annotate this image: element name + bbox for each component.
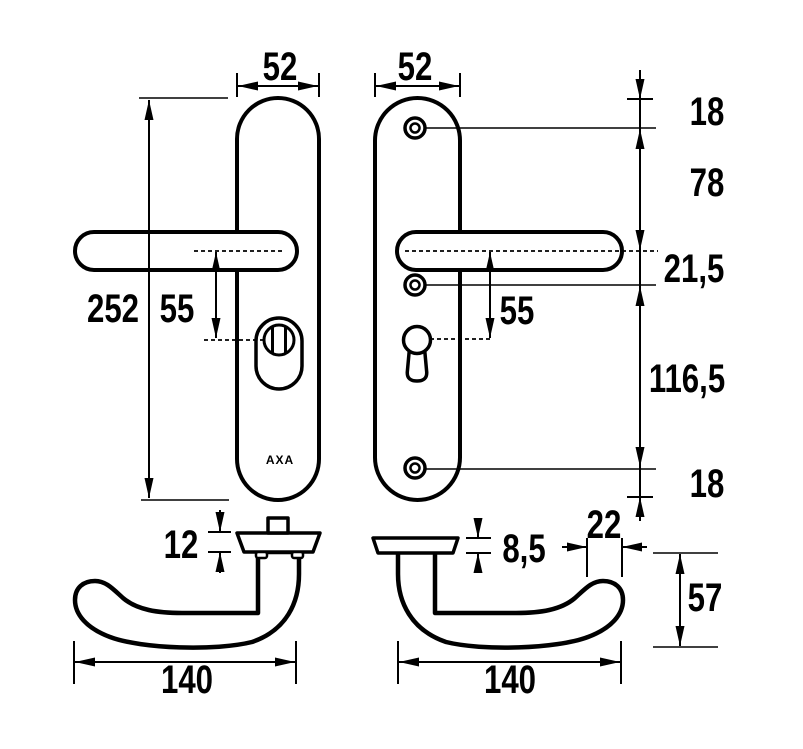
dim-text: 55 [500, 288, 535, 333]
dim-label-top-to-screw: 18 [690, 89, 725, 134]
dim-text: 8,5 [502, 526, 545, 571]
dim-label-plate-width-right: 52 [398, 44, 433, 89]
dim-label-handle-to-screw: 21,5 [664, 246, 725, 291]
dim-label-handle-length-right: 140 [484, 657, 536, 702]
front-view-right-plate [373, 96, 624, 502]
dim-label-handle-length-left: 140 [161, 657, 213, 702]
front-view-left-plate [73, 96, 321, 502]
dim-text: 55 [160, 286, 195, 331]
dimension-arrowheads [75, 79, 685, 667]
dimension-labels: 52 52 18 78 21,5 55 116,5 18 252 55 12 8… [87, 44, 725, 702]
left-backplate-outline [235, 96, 321, 502]
dim-text: 21,5 [664, 246, 725, 291]
dim-text: 140 [484, 657, 536, 702]
bottom-screw-hole-inner [409, 462, 421, 474]
keyhole-slot [405, 346, 429, 383]
dim-label-plate-width-left: 52 [263, 44, 298, 89]
dim-text: 252 [87, 286, 139, 331]
right-rose [371, 536, 460, 555]
dim-label-screw-to-handle: 78 [690, 160, 725, 205]
right-grip-outline [395, 549, 626, 650]
dim-label-keyhole-to-screw: 116,5 [649, 356, 725, 401]
left-rose [235, 531, 322, 554]
left-rose-tab-right [290, 550, 305, 560]
left-lever-handle [73, 230, 299, 272]
left-grip-outline [72, 549, 302, 650]
dim-label-screw-to-bottom: 18 [690, 461, 725, 506]
dim-label-plate-height: 252 [87, 286, 139, 331]
dim-text: 52 [263, 44, 298, 89]
spindle [266, 516, 290, 535]
dim-text: 12 [164, 522, 199, 567]
side-view-right-handle [371, 536, 626, 650]
dim-text: 57 [688, 575, 723, 620]
dim-text: 52 [398, 44, 433, 89]
dim-text: 18 [690, 461, 725, 506]
left-rose-tab-left [254, 550, 269, 560]
dim-label-rose-height-left: 12 [164, 522, 199, 567]
keyhole-circle [401, 324, 433, 356]
dim-text: 78 [690, 160, 725, 205]
side-view-left-handle [72, 516, 322, 650]
dim-label-rose-height-right: 8,5 [502, 526, 545, 571]
right-backplate-outline [373, 96, 462, 502]
dim-text: 140 [161, 657, 213, 702]
dim-text: 116,5 [649, 356, 725, 401]
brand-logo-text: AXA [266, 453, 294, 467]
dim-text: 18 [690, 89, 725, 134]
dim-label-handle-to-cylinder: 55 [160, 286, 195, 331]
dim-label-handle-to-keyhole: 55 [500, 288, 535, 333]
middle-screw-hole-inner [409, 279, 421, 291]
top-screw-hole-inner [409, 122, 421, 134]
dim-label-grip-width: 22 [587, 502, 622, 547]
dim-label-handle-projection: 57 [688, 575, 723, 620]
dim-text: 22 [587, 502, 622, 547]
center-lines [194, 250, 658, 341]
